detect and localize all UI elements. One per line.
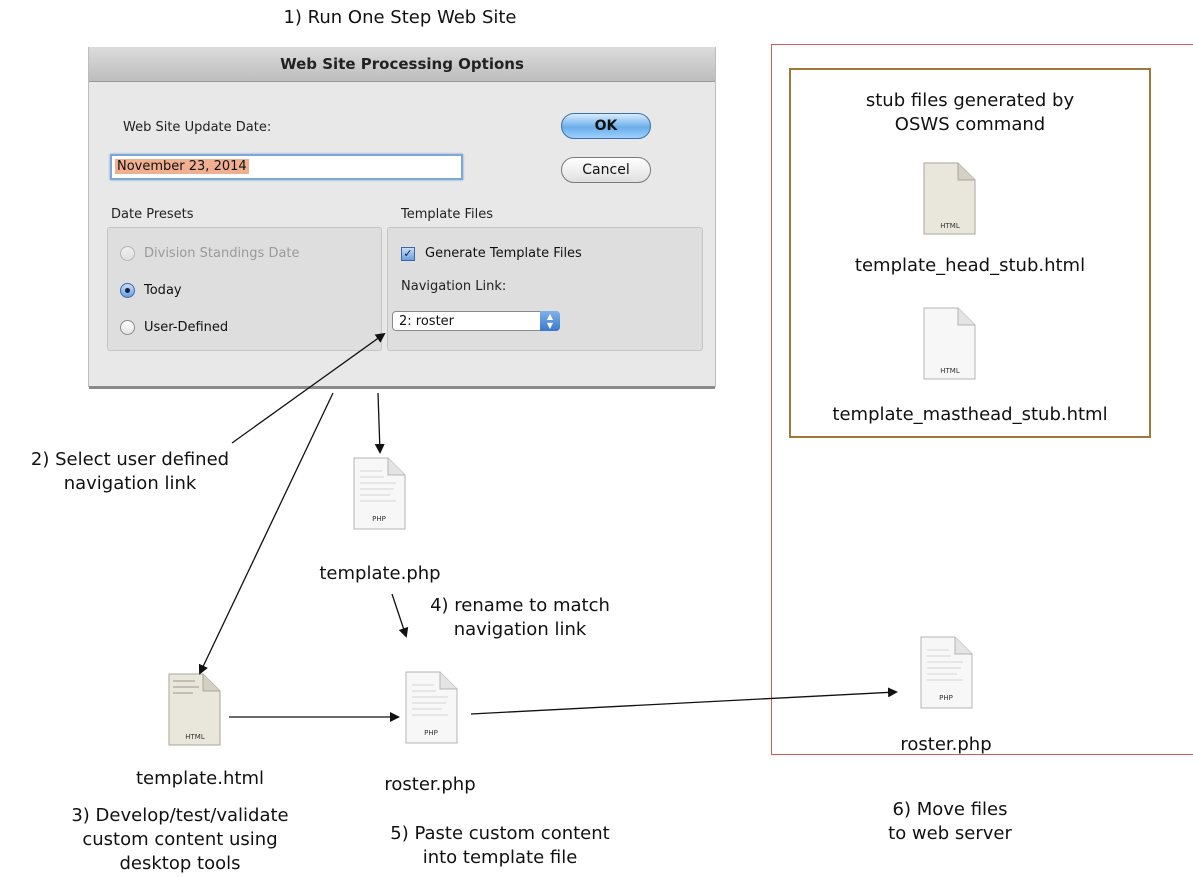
generate-checkbox-label: Generate Template Files	[425, 246, 582, 261]
file-badge: HTML	[940, 367, 960, 375]
file-badge: HTML	[185, 733, 205, 741]
php-file-icon[interactable]: PHP	[917, 636, 975, 710]
popup-arrows-icon: ▲▼	[540, 311, 560, 331]
update-date-label: Web Site Update Date:	[123, 120, 272, 135]
navigation-link-value: 2: roster	[399, 314, 455, 329]
file-badge: HTML	[940, 222, 960, 230]
step1-label: 1) Run One Step Web Site	[283, 7, 517, 28]
preset-label: Today	[144, 283, 182, 298]
dialog-title: Web Site Processing Options	[89, 47, 715, 82]
navigation-link-label: Navigation Link:	[401, 279, 507, 294]
step6-label: 6) Move files to web server	[830, 798, 1070, 846]
step6-line1: 6) Move files	[892, 799, 1008, 820]
stub-title-line1: stub files generated by	[865, 90, 1075, 111]
arrow-to-nav-link	[231, 332, 386, 444]
arrow-to-template-html	[198, 392, 334, 675]
server-roster-php-caption: roster.php	[900, 734, 992, 755]
step5-line1: 5) Paste custom content	[390, 823, 610, 844]
step4-line1: 4) rename to match	[430, 595, 610, 616]
php-file-icon[interactable]: PHP	[402, 671, 460, 745]
date-presets-group	[107, 227, 382, 351]
preset-label: User-Defined	[144, 320, 229, 335]
template-html-caption: template.html	[136, 768, 264, 789]
radio-icon	[120, 320, 135, 335]
arrow-rename	[391, 593, 409, 638]
update-date-value: November 23, 2014	[115, 159, 249, 174]
step2-line1: 2) Select user defined	[30, 449, 230, 470]
html-file-icon[interactable]: HTML	[920, 162, 978, 236]
file-badge: PHP	[424, 729, 438, 737]
step3-line2: custom content using	[82, 829, 278, 850]
step2-line2: navigation link	[63, 473, 197, 494]
html-file-icon[interactable]: HTML	[165, 673, 223, 747]
stub-files-box	[789, 68, 1151, 438]
stub-title-line2: OSWS command	[894, 114, 1046, 135]
radio-icon	[120, 246, 135, 261]
preset-user-defined[interactable]: User-Defined	[120, 320, 228, 335]
roster-php-caption: roster.php	[384, 774, 476, 795]
step3-label: 3) Develop/test/validate custom content …	[30, 804, 330, 876]
html-file-icon[interactable]: HTML	[920, 307, 978, 381]
radio-selected-icon	[120, 283, 135, 298]
head-stub-caption: template_head_stub.html	[854, 255, 1086, 276]
web-server-box	[771, 44, 1193, 755]
date-presets-label: Date Presets	[111, 207, 194, 222]
preset-today[interactable]: Today	[120, 283, 182, 298]
update-date-input[interactable]: November 23, 2014	[110, 154, 463, 180]
cancel-button[interactable]: Cancel	[561, 157, 651, 183]
step3-line3: desktop tools	[119, 853, 241, 874]
ok-button[interactable]: OK	[561, 113, 651, 139]
preset-division-standings: Division Standings Date	[120, 246, 300, 261]
processing-options-dialog: Web Site Processing Options Web Site Upd…	[88, 47, 716, 389]
step4-label: 4) rename to match navigation link	[390, 594, 650, 642]
navigation-link-select[interactable]: 2: roster ▲▼	[392, 311, 560, 331]
stub-box-title: stub files generated by OSWS command	[789, 89, 1151, 137]
preset-label: Division Standings Date	[144, 246, 300, 261]
template-files-label: Template Files	[401, 207, 493, 222]
generate-template-checkbox[interactable]: ✓ Generate Template Files	[401, 246, 582, 261]
arrow-move-to-server	[470, 687, 898, 715]
php-file-icon[interactable]: PHP	[350, 457, 408, 531]
file-badge: PHP	[372, 515, 386, 523]
step2-label: 2) Select user defined navigation link	[0, 448, 260, 496]
step4-line2: navigation link	[453, 619, 587, 640]
step3-line1: 3) Develop/test/validate	[71, 805, 289, 826]
checkmark-icon: ✓	[401, 246, 415, 261]
step5-label: 5) Paste custom content into template fi…	[350, 822, 650, 870]
step6-line2: to web server	[888, 823, 1012, 844]
masthead-stub-caption: template_masthead_stub.html	[832, 404, 1108, 425]
file-badge: PHP	[939, 694, 953, 702]
step5-line2: into template file	[422, 847, 578, 868]
dialog-bottom-edge	[89, 386, 715, 389]
arrow-to-template-php	[374, 392, 385, 454]
template-php-caption: template.php	[319, 563, 441, 584]
